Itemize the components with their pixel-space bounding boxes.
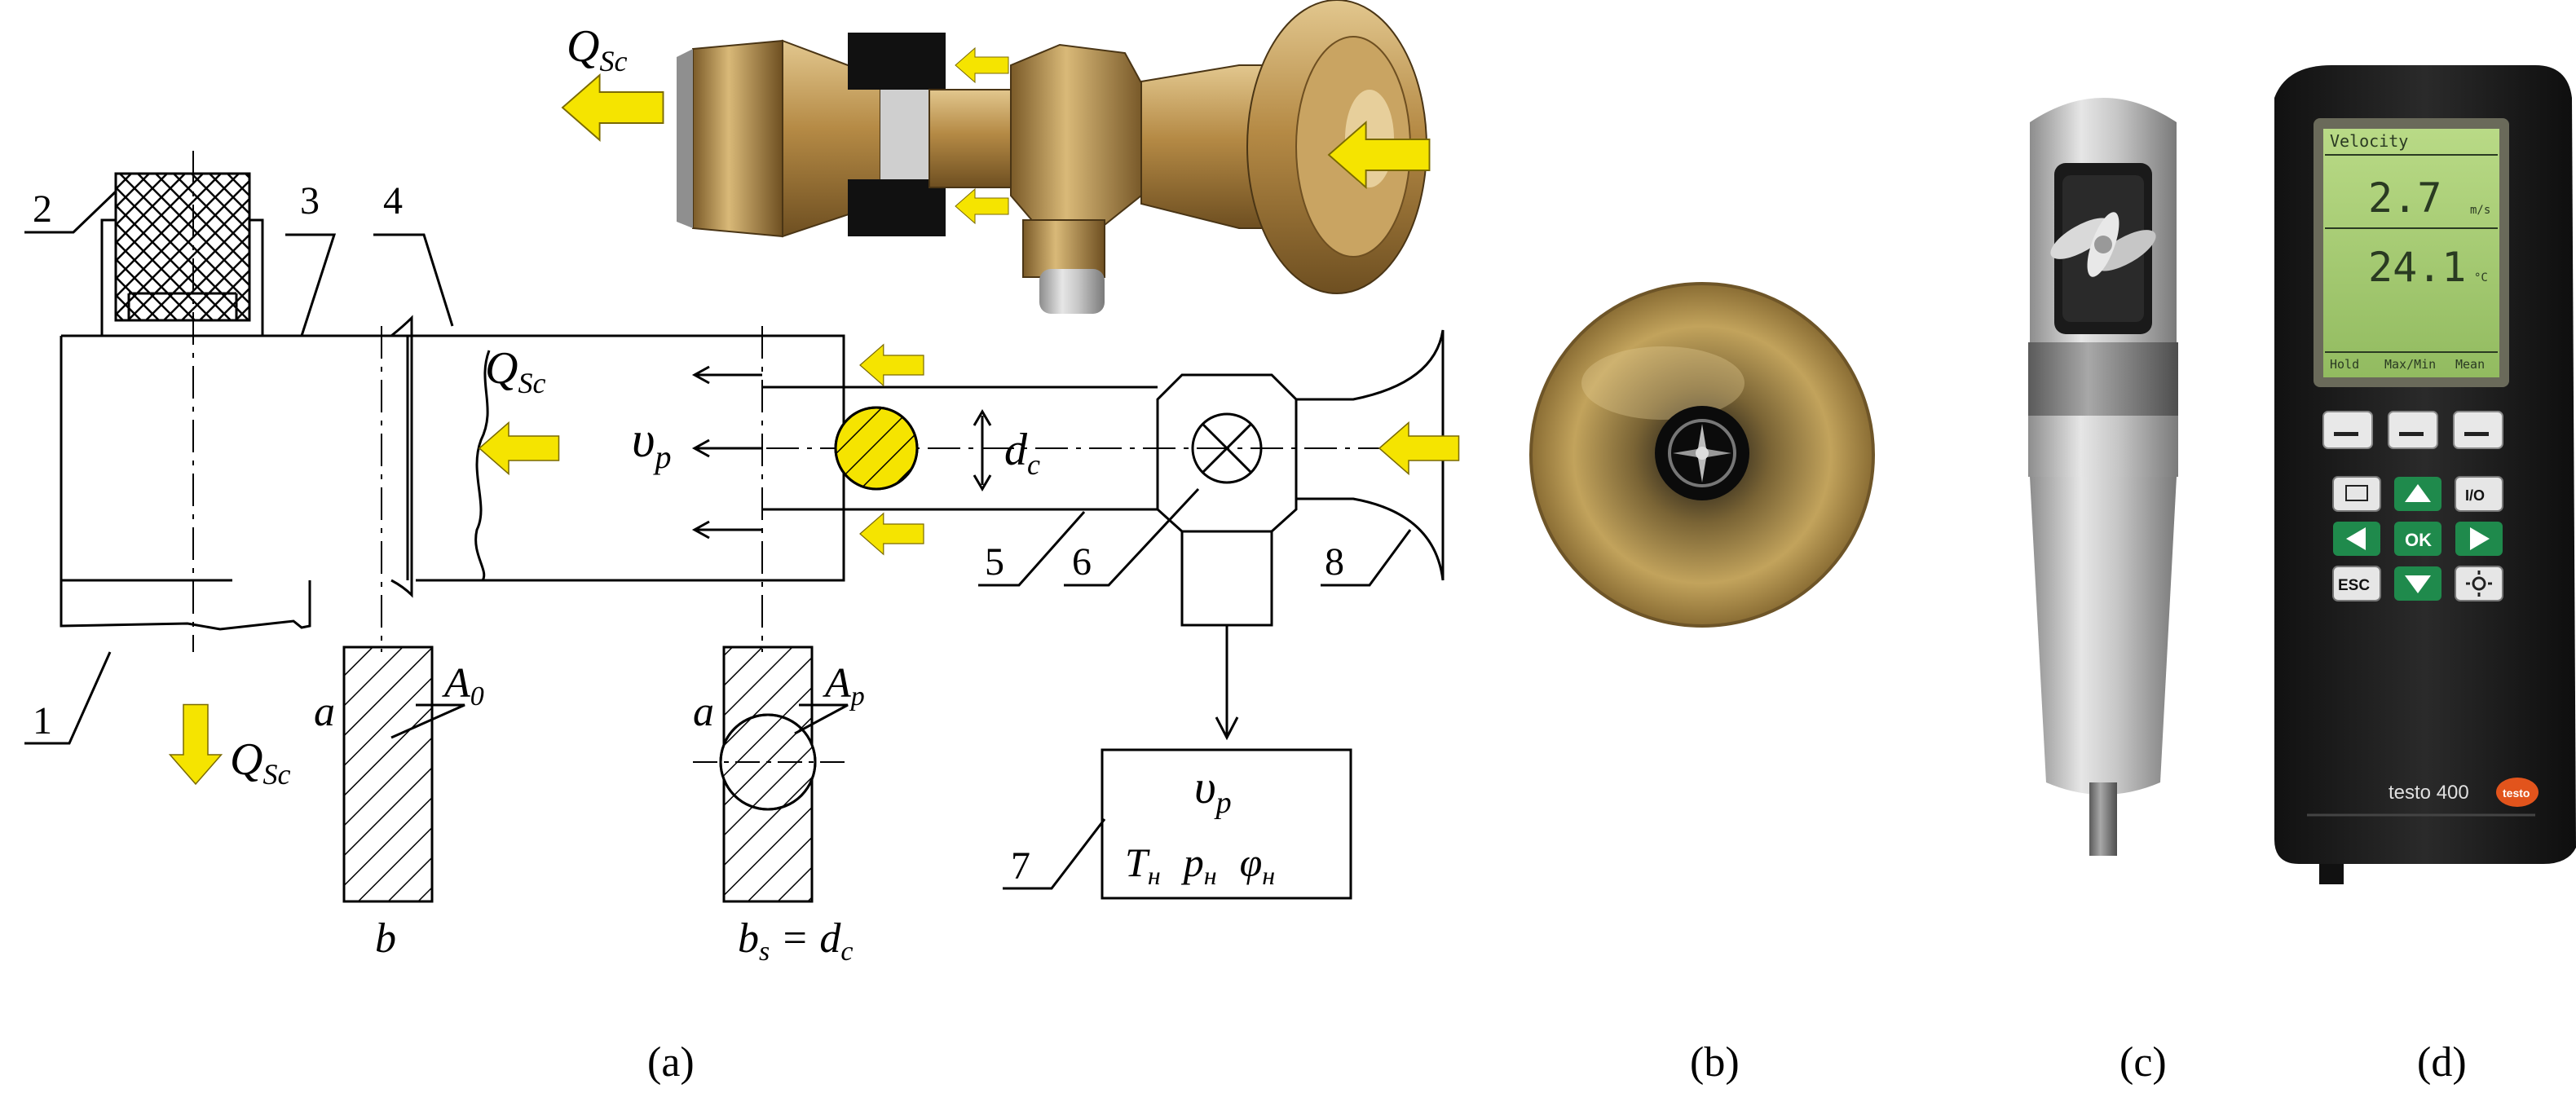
flow-arrow-photo-out	[562, 74, 664, 141]
light-button[interactable]	[2455, 566, 2503, 601]
svg-text:testo: testo	[2503, 787, 2530, 800]
screen-unit-2: °C	[2474, 271, 2488, 284]
screen-softkey-3: Mean	[2455, 357, 2485, 372]
flow-label-photo: QSc	[567, 21, 627, 77]
sensor-housing	[1156, 373, 1298, 533]
section-ap-area: Ap	[823, 660, 865, 712]
velocity-label: υp	[632, 412, 671, 475]
screen-softkey-1: Hold	[2330, 357, 2359, 372]
svg-text:2: 2	[33, 187, 52, 231]
svg-text:3: 3	[300, 179, 320, 223]
screen-unit-1: m/s	[2470, 204, 2490, 217]
section-a0-area: A0	[442, 660, 484, 712]
svg-text:5: 5	[985, 540, 1004, 584]
screen-reading-1: 2.7	[2368, 174, 2441, 222]
flow-label-duct: QSc	[485, 343, 545, 399]
testo-meter-photo: Velocity 2.7 m/s 24.1 °C Hold Max/Min Me…	[2274, 65, 2576, 884]
svg-text:OK: OK	[2405, 530, 2432, 550]
filter-block	[114, 172, 251, 322]
duct	[60, 334, 845, 631]
svg-text:8: 8	[1325, 540, 1344, 584]
svg-text:ESC: ESC	[2338, 577, 2370, 594]
flow-label-down: QSc	[230, 734, 290, 791]
vane-probe-photo	[2028, 98, 2178, 856]
flow-arrow-duct	[479, 421, 560, 475]
brand-label: testo 400	[2389, 782, 2469, 804]
screen-softkey-2: Max/Min	[2384, 357, 2436, 372]
esc-button[interactable]	[2332, 566, 2381, 601]
svg-text:6: 6	[1072, 540, 1092, 584]
softkey-button-2[interactable]	[2388, 411, 2438, 449]
part-numbers: 2 3 4 5 6 8 7 1	[33, 179, 1344, 888]
right-arrow-icon	[2470, 527, 2490, 550]
nozzle-photo: QSc	[562, 0, 1431, 314]
flow-arrow-inlet-top	[859, 344, 924, 386]
section-a0	[342, 646, 434, 903]
print-button[interactable]	[2332, 476, 2381, 512]
ok-button[interactable]	[2394, 522, 2441, 556]
flow-arrow-photo-side-top	[955, 47, 1009, 83]
flow-arrow-down	[169, 703, 223, 785]
caption-a: (a)	[647, 1039, 695, 1086]
left-arrow-icon	[2346, 527, 2366, 550]
section-a0-width: b	[375, 915, 396, 962]
section-a0-letter: a	[314, 689, 335, 735]
caption-c: (c)	[2119, 1039, 2167, 1086]
flow-arrow-photo-side-bottom	[955, 188, 1009, 224]
sun-icon	[2466, 571, 2492, 597]
section-ap-width: bs = dc	[738, 915, 853, 967]
caption-b: (b)	[1690, 1039, 1740, 1086]
down-arrow-icon	[2405, 575, 2431, 593]
softkey-button-3[interactable]	[2453, 411, 2503, 449]
softkey-button-1[interactable]	[2322, 411, 2373, 449]
funnel-photo	[1529, 282, 1875, 628]
device-screen	[2323, 129, 2499, 377]
schematic	[24, 151, 1445, 903]
up-arrow-icon	[2405, 484, 2431, 502]
screen-reading-2: 24.1	[2368, 244, 2466, 291]
testo-logo	[2496, 778, 2539, 807]
section-ap-letter: a	[693, 689, 714, 735]
meter-velocity: υp	[1194, 760, 1232, 820]
flow-arrow-bell	[1378, 421, 1460, 475]
vane-icon	[2050, 212, 2156, 277]
screen-header: Velocity	[2330, 131, 2408, 151]
svg-text:7: 7	[1011, 844, 1030, 888]
svg-text:1: 1	[33, 699, 52, 742]
power-icon: I/O	[2465, 487, 2485, 504]
svg-text:4: 4	[383, 179, 403, 223]
caption-d: (d)	[2417, 1039, 2467, 1086]
diameter-label: dc	[1004, 425, 1040, 481]
flow-arrow-inlet-bottom	[859, 513, 924, 555]
power-button[interactable]	[2455, 476, 2503, 512]
